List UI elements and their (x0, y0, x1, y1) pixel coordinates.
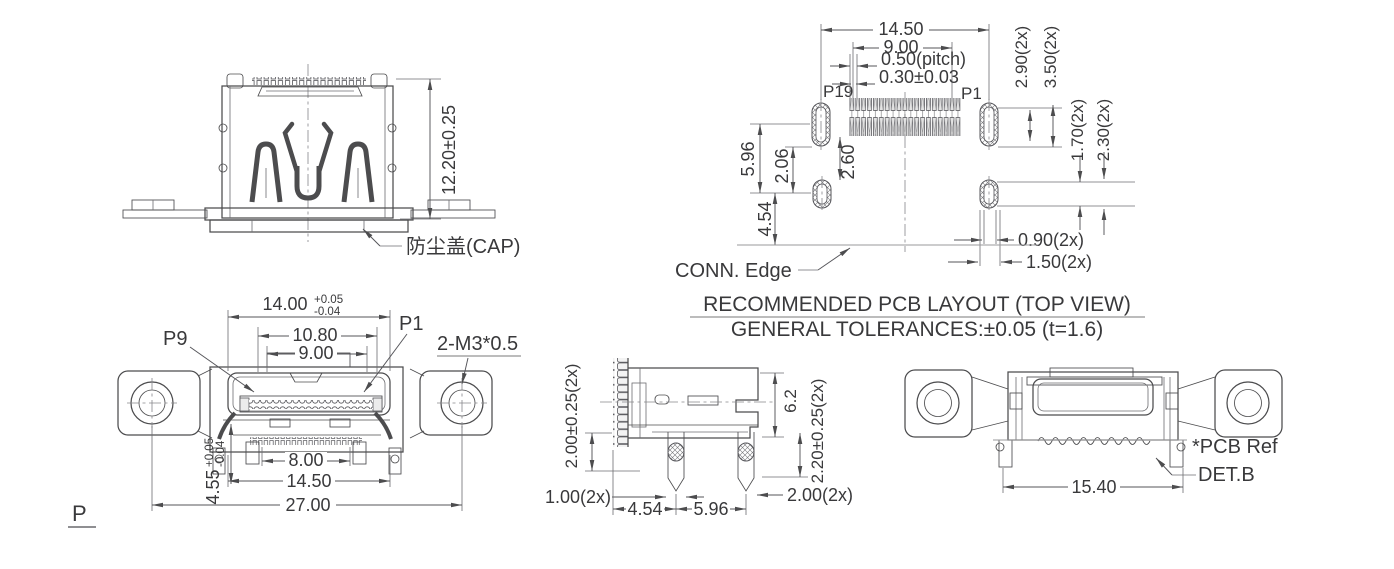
pcb-layout-subtitle: GENERAL TOLERANCES:±0.05 (t=1.6) (731, 318, 1103, 341)
pin-label-p1-front: P1 (399, 313, 423, 335)
dim-5-96: 5.96 (738, 141, 758, 176)
center-latch-left-arm (282, 121, 300, 175)
right-spring-clip (341, 141, 375, 203)
dim-1-00: 1.00(2x) (545, 487, 611, 507)
contact-wave (1037, 437, 1151, 445)
pad-bottom-right (979, 176, 999, 212)
dim-2-90: 2.90(2x) (1012, 26, 1031, 88)
dim-14-00: 14.00 (262, 294, 307, 314)
dim-4-55-tol-minus: -0.04 (215, 440, 227, 467)
contact-row (249, 400, 373, 409)
dim-9-00-front: 9.00 (298, 343, 333, 363)
rear-view-detb: *PCB Ref DET.B 15.40 (904, 367, 1283, 497)
detb-label: DET.B (1198, 464, 1255, 486)
dim-4-55-tol-plus: +0.05 (204, 438, 216, 467)
dim-3-50: 3.50(2x) (1041, 26, 1060, 88)
pin-label-p9-front: P9 (163, 328, 187, 350)
dim-0-30: 0.30±0.03 (879, 67, 959, 87)
pcb-layout-view: P19 P1 14.50 9.00 0.50(pitch) 0.30±0.03 … (675, 19, 1145, 341)
dim-27-00: 27.00 (285, 495, 330, 515)
dim-height-12-20: 12.20±0.25 (439, 105, 459, 195)
dim-5-96-side: 5.96 (693, 499, 728, 519)
dim-6-2: 6.2 (781, 389, 800, 413)
pcb-ref-label: *PCB Ref (1192, 436, 1278, 458)
pin-pad-row (849, 98, 961, 136)
dim-14-50-front: 14.50 (286, 471, 331, 491)
pad-top-right (979, 99, 999, 150)
dim-15-40: 15.40 (1071, 477, 1116, 497)
pin-label-p19: P19 (823, 82, 853, 101)
dim-9-00: 9.00 (883, 37, 918, 57)
dim-8-00: 8.00 (288, 450, 323, 470)
dim-2-60: 2.60 (838, 144, 858, 179)
dim-pitch: 0.50(pitch) (881, 49, 966, 69)
dim-0-90: 0.90(2x) (1018, 230, 1084, 250)
dim-4-55: 4.55 (203, 469, 223, 504)
front-view: 14.00 +0.05 -0.04 10.80 9.00 P9 P1 2-M3*… (68, 294, 521, 528)
side-view: 2.00±0.25(2x) 6.2 2.20±0.25(2x) 1.00(2x)… (545, 358, 853, 519)
dim-2-00-right: 2.00(2x) (787, 485, 853, 505)
center-latch-right-arm (316, 121, 334, 175)
rear-view-with-cap: 12.20±0.25 防尘盖(CAP) (122, 64, 520, 258)
dim-2-00-left: 2.00±0.25(2x) (562, 364, 581, 469)
dim-2-06: 2.06 (772, 148, 792, 183)
conn-edge-label: CONN. Edge (675, 260, 792, 282)
dim-1-70: 1.70(2x) (1068, 99, 1087, 161)
dim-4-54-side: 4.54 (627, 499, 662, 519)
solder-tails (250, 437, 362, 445)
dim-2-30: 2.30(2x) (1094, 99, 1113, 161)
center-latch-cup (294, 166, 322, 201)
front-bell-ribs (613, 358, 628, 447)
dim-1-50: 1.50(2x) (1026, 252, 1092, 272)
dim-4-54: 4.54 (755, 201, 775, 236)
pad-top-left (811, 99, 831, 150)
dim-14-00-tol-plus: +0.05 (314, 294, 343, 306)
dust-cap-label: 防尘盖(CAP) (406, 235, 520, 258)
left-shell-spring (217, 411, 237, 440)
screw-thread-label: 2-M3*0.5 (437, 333, 518, 355)
view-label-p: P (72, 501, 87, 526)
pad-bottom-left (812, 176, 832, 212)
pin-label-p1: P1 (961, 84, 982, 103)
right-shell-spring (373, 411, 393, 440)
dim-2-20: 2.20±0.25(2x) (808, 379, 827, 484)
left-spring-clip (249, 141, 283, 203)
dim-14-50: 14.50 (878, 19, 923, 39)
dim-14-00-tol-minus: -0.04 (314, 306, 341, 318)
pcb-layout-title: RECOMMENDED PCB LAYOUT (TOP VIEW) (703, 293, 1131, 316)
emi-fingers (252, 77, 366, 85)
dim-10-80: 10.80 (292, 325, 337, 345)
